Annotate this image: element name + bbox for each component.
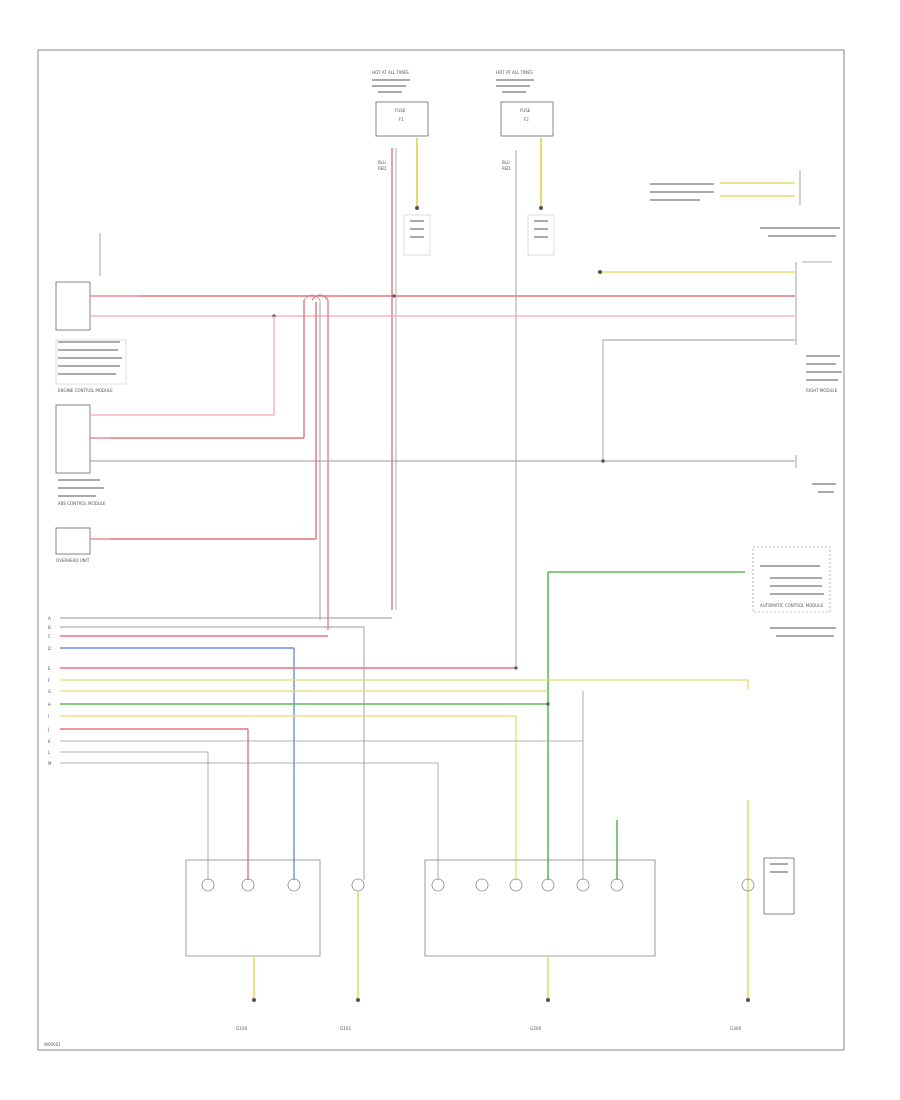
lower-bus [60, 617, 749, 880]
bulb-icon [541, 878, 555, 892]
pin-label: D [48, 646, 51, 651]
fuse-2-wire-b: RED [502, 166, 510, 171]
fuse-output-wires [403, 138, 555, 256]
bulb-icon [475, 878, 489, 892]
pin-label: F [48, 678, 51, 683]
fuse-2-name: FUSE [520, 108, 531, 113]
pin-label: I [48, 714, 49, 719]
engine-control-module: ENGINE CONTROL MODULE [55, 233, 127, 393]
pin-label: B [48, 625, 51, 630]
ground-g300: G300 [730, 1026, 742, 1031]
top-right-connector [650, 170, 840, 237]
ground-labels: G100 G101 G200 G300 [236, 1026, 742, 1031]
upper-bus [110, 270, 795, 463]
bulb-icon [201, 878, 215, 892]
fuse-2-wire-a: BLU [502, 160, 510, 165]
diagram-frame [37, 49, 845, 1051]
pin-label: M [48, 761, 52, 766]
bulb-icon [610, 878, 624, 892]
automatic-control-module: AUTOMATIC CONTROL MODULE [752, 546, 836, 637]
pin-label: L [48, 750, 51, 755]
lamp-single [351, 878, 365, 1002]
fuse-box-2: HOT AT ALL TIMES FUSE F2 BLU RED [496, 70, 554, 171]
right-module: RIGHT MODULE [795, 261, 842, 493]
abs-control-module: ABS CONTROL MODULE [55, 404, 106, 506]
pin-label: K [48, 739, 51, 744]
fuse-feed-wires [391, 148, 517, 668]
bulb-icon [509, 878, 523, 892]
engine-control-label: ENGINE CONTROL MODULE [58, 388, 113, 393]
left-pin-labels: A B C D E F G H I J K L M [47, 616, 52, 766]
overhead-unit-label: OVERHEAD UNIT [56, 558, 90, 563]
module-link-wires [110, 294, 329, 630]
bulb-icon [241, 878, 255, 892]
right-module-label: RIGHT MODULE [806, 388, 838, 393]
pin-label: J [47, 727, 49, 732]
pin-label: C [48, 634, 51, 639]
lamp-group-left [185, 859, 321, 1002]
bulb-icon [741, 878, 755, 892]
pin-label: H [48, 702, 51, 707]
fuse-2-num: F2 [524, 117, 529, 122]
bulb-icon [431, 878, 445, 892]
pin-label: G [48, 689, 51, 694]
lamp-group-far-right [741, 800, 795, 1002]
fuse-1-num: F1 [399, 117, 404, 122]
ground-g200: G200 [530, 1026, 542, 1031]
fuse-box-1: HOT AT ALL TIMES FUSE F1 BLU RED [372, 70, 429, 171]
bulb-icon [576, 878, 590, 892]
pin-label: A [48, 616, 51, 621]
bulb-icon [287, 878, 301, 892]
abs-control-label: ABS CONTROL MODULE [58, 501, 106, 506]
ground-g100: G100 [236, 1026, 248, 1031]
fuse-1-header: HOT AT ALL TIMES [372, 70, 409, 75]
overhead-unit: OVERHEAD UNIT [55, 527, 91, 563]
fuse-1-name: FUSE [395, 108, 406, 113]
lamp-group-right [424, 820, 656, 1002]
pin-label: E [48, 666, 51, 671]
green-feed [547, 571, 745, 880]
bulb-icon [351, 878, 365, 892]
left-pin-stubs [90, 295, 140, 540]
fuse-1-wire-b: RED [378, 166, 386, 171]
fuse-1-wire-a: BLU [378, 160, 386, 165]
ground-g101: G101 [340, 1026, 352, 1031]
auto-module-label: AUTOMATIC CONTROL MODULE [760, 603, 823, 608]
fuse-2-header: HOT AT ALL TIMES [496, 70, 533, 75]
figure-id: W00001 [44, 1042, 61, 1047]
